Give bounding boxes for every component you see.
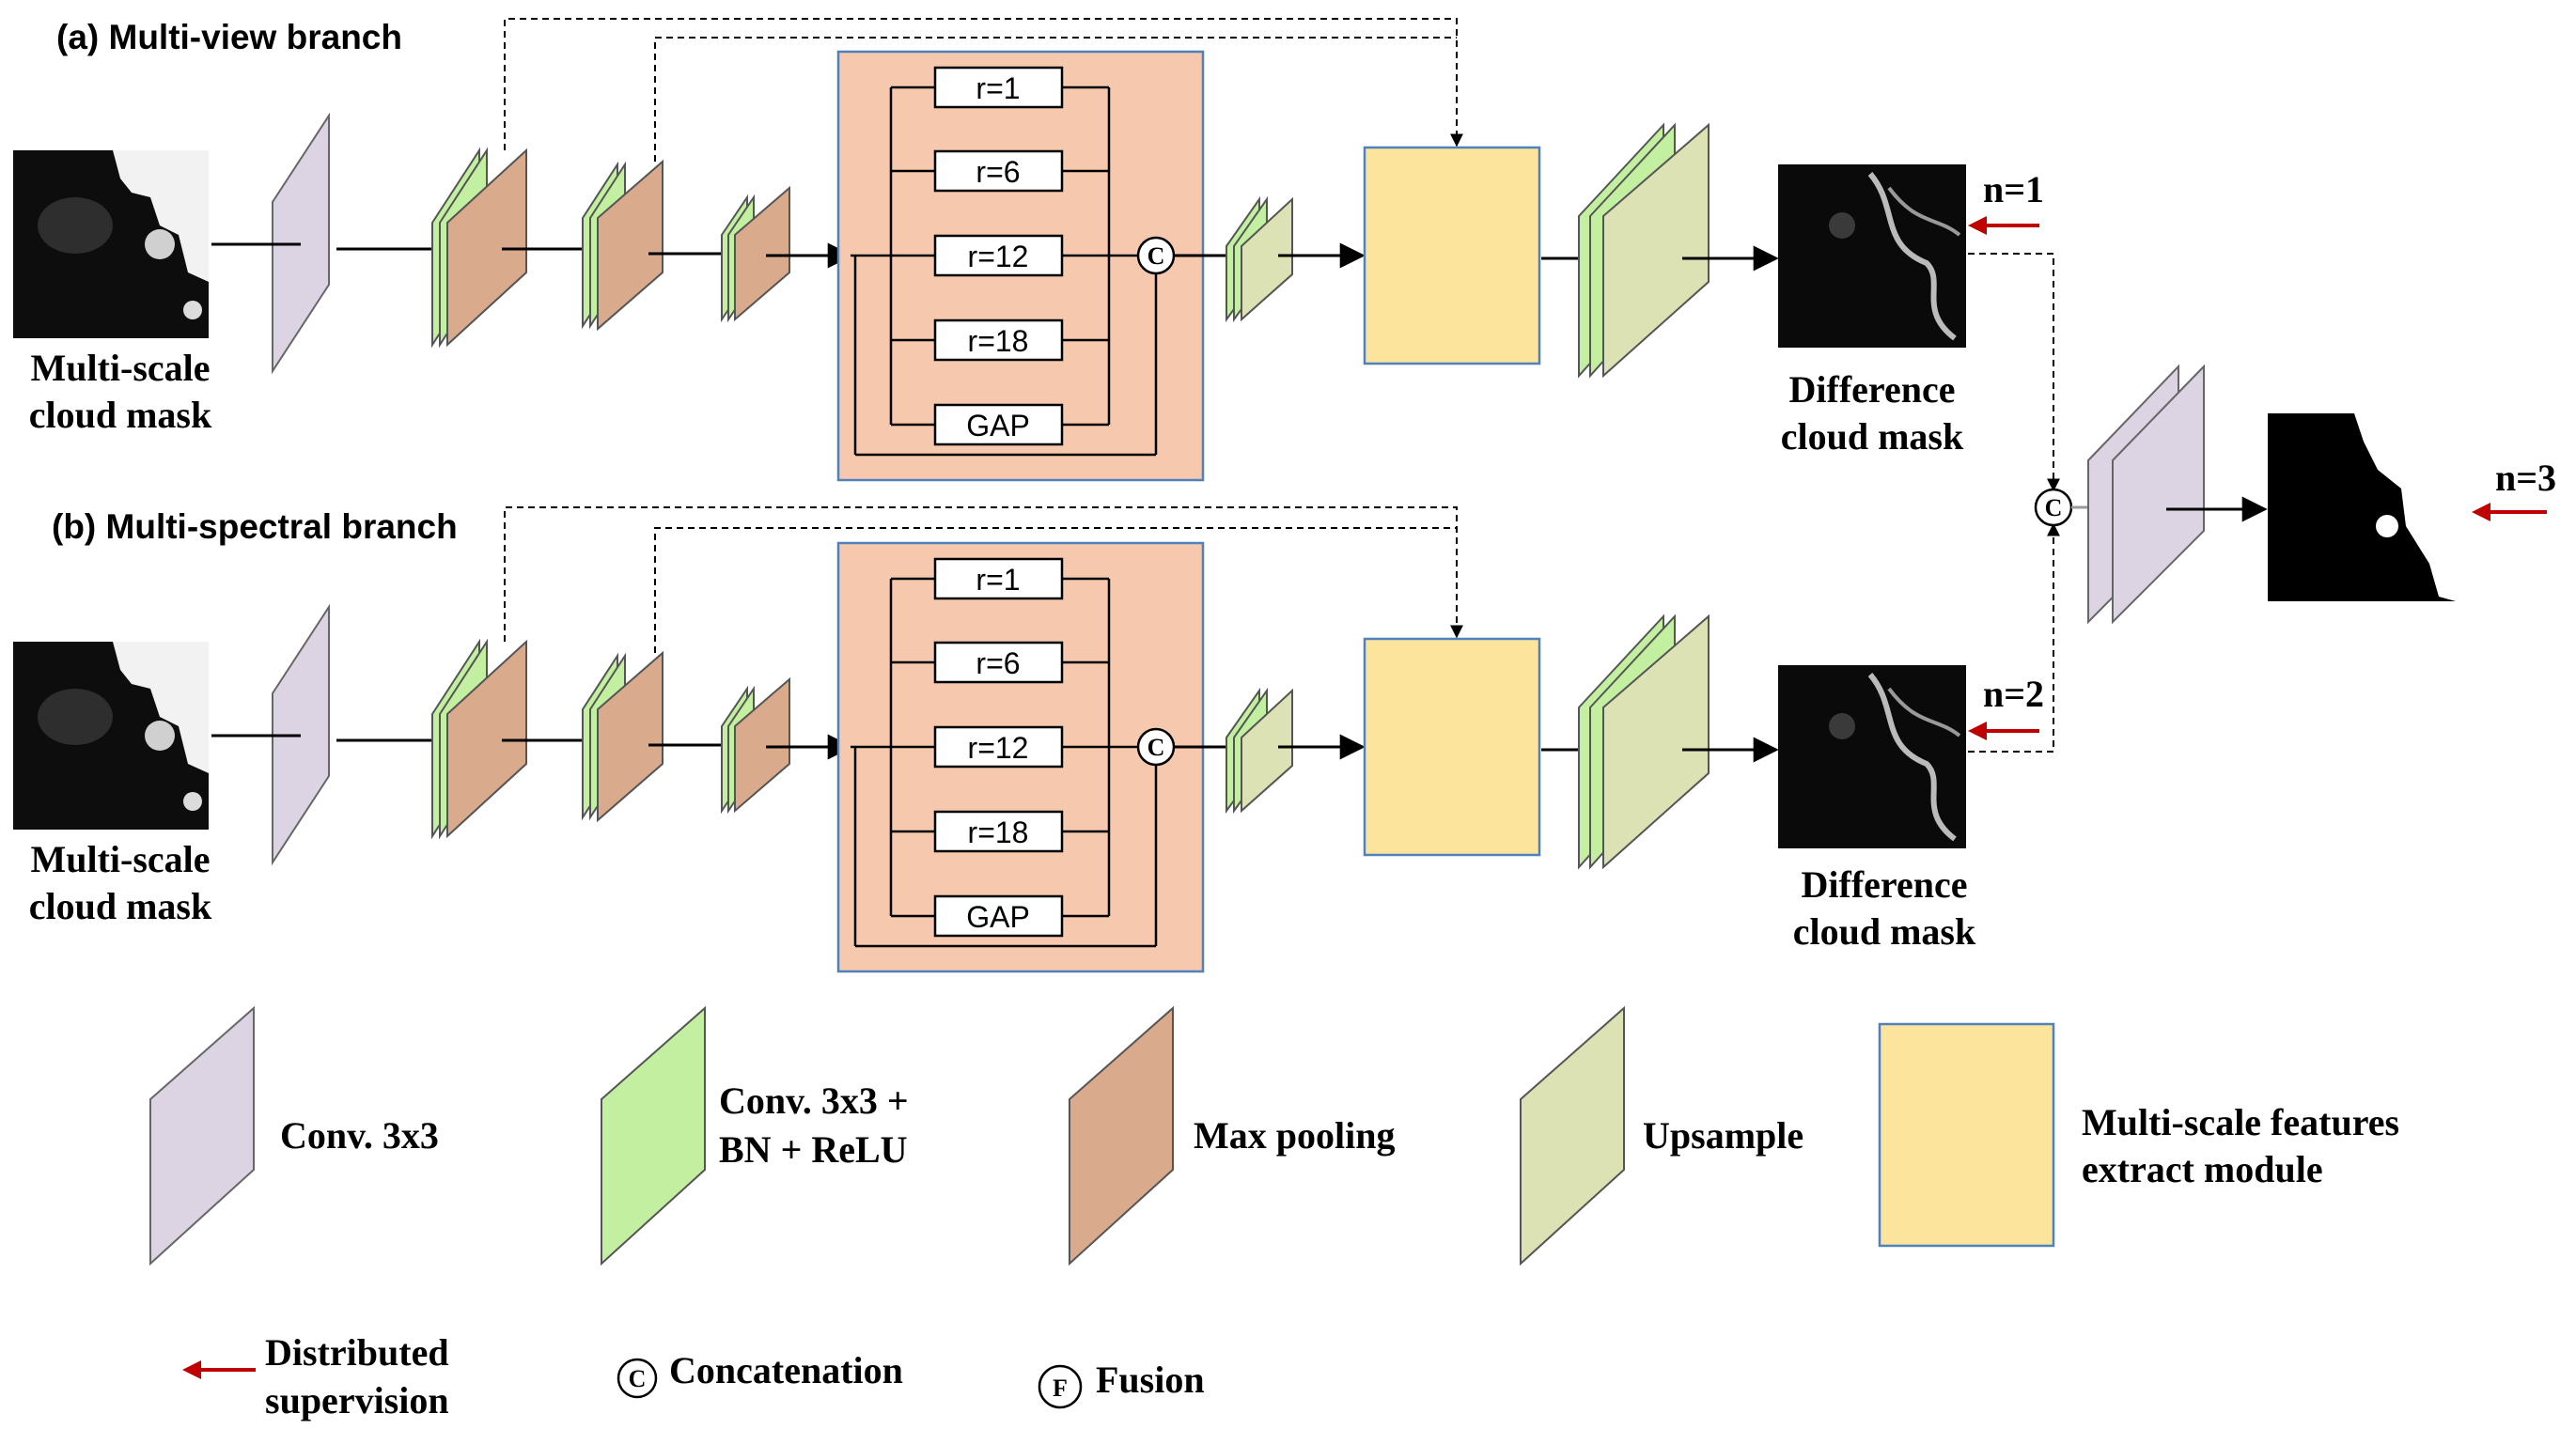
- branch-b-maxpool-2: [597, 650, 664, 823]
- fusion-concat-symbol: C: [2045, 494, 2063, 521]
- branch-a-rate-1: r=1: [976, 71, 1020, 105]
- branch-b: (b) Multi-spectral branch Multi-scale cl…: [13, 506, 2044, 973]
- branch-a-output-label-1: Difference: [1789, 368, 1956, 411]
- branch-a-gap: GAP: [966, 409, 1030, 443]
- branch-b-input-label-1: Multi-scale: [30, 838, 210, 880]
- branch-b-gap: GAP: [966, 900, 1030, 934]
- branch-b-upsample-1: [1241, 688, 1293, 814]
- branch-a-rate-18: r=18: [968, 324, 1029, 358]
- branch-a-maxpool-3: [734, 185, 790, 322]
- legend-supervision-label-1: Distributed: [265, 1331, 449, 1374]
- legend-maxpool-label: Max pooling: [1194, 1114, 1395, 1157]
- branch-b-upsample-2: [1602, 614, 1710, 870]
- legend-conv-bn-label-2: BN + ReLU: [719, 1128, 908, 1171]
- branch-a-gap-box: [933, 403, 1064, 446]
- branch-b-skip-1: [504, 506, 1463, 642]
- legend-fusion-label: Fusion: [1096, 1359, 1205, 1401]
- fusion-dashed-from-a: [1968, 253, 2060, 492]
- fusion-stage: C n=3: [1968, 253, 2556, 753]
- branch-b-rate-18: r=18: [968, 815, 1029, 849]
- branch-b-rate-12: r=12: [968, 731, 1029, 765]
- legend-supervision-label-2: supervision: [265, 1379, 449, 1421]
- branch-b-output-label-2: cloud mask: [1793, 910, 1976, 953]
- legend-msfe-swatch: [1878, 1022, 2055, 1248]
- fusion-supervision-n: n=3: [2495, 457, 2556, 499]
- branch-b-supervision-n: n=2: [1983, 673, 2044, 715]
- legend-conv-bn-label-1: Conv. 3x3 +: [719, 1080, 909, 1122]
- branch-a-upsample-1: [1241, 196, 1293, 322]
- legend: Conv. 3x3 Conv. 3x3 + BN + ReLU Max pool…: [149, 1005, 2399, 1421]
- legend-concat-circle: [617, 1358, 658, 1399]
- branch-a-rate-18-box: [933, 318, 1064, 362]
- legend-concat-symbol: C: [629, 1365, 647, 1392]
- legend-conv-swatch: [149, 1005, 255, 1266]
- branch-a-input-label-1: Multi-scale: [30, 347, 210, 389]
- fusion-conv-layer-2: [2112, 364, 2205, 625]
- branch-b-rate-6-box: [933, 641, 1064, 684]
- final-output-image: [2268, 413, 2456, 601]
- legend-upsample-label: Upsample: [1643, 1114, 1803, 1157]
- legend-upsample-swatch: [1520, 1005, 1625, 1266]
- branch-b-maxpool-3: [734, 676, 790, 814]
- branch-b-gap-box: [933, 894, 1064, 938]
- branch-a-concat-symbol: C: [1147, 242, 1165, 270]
- branch-b-rate-12-box: [933, 725, 1064, 769]
- branch-a-supervision-n: n=1: [1983, 168, 2044, 210]
- branch-b-rate-1: r=1: [976, 563, 1020, 597]
- legend-fusion-symbol: F: [1053, 1375, 1068, 1402]
- branch-a-upsample-2: [1602, 122, 1710, 379]
- branch-a-maxpool-2: [597, 159, 664, 332]
- branch-b-rate-18-box: [933, 810, 1064, 853]
- legend-conv-bn-relu-swatch: [601, 1005, 706, 1266]
- branch-b-title: (b) Multi-spectral branch: [52, 507, 458, 546]
- branch-a: (a) Multi-view branch Multi-scale cloud …: [13, 18, 2044, 482]
- branch-b-skip-2: [654, 527, 1457, 653]
- branch-a-rate-6-box: [933, 149, 1064, 193]
- fusion-dashed-from-b: [1968, 522, 2060, 753]
- branch-a-title: (a) Multi-view branch: [56, 18, 402, 56]
- branch-b-output-image: [1778, 665, 1966, 848]
- branch-b-concat-symbol: C: [1147, 734, 1165, 761]
- branch-b-rate-6: r=6: [976, 646, 1020, 680]
- branch-a-input-image: [13, 150, 209, 338]
- branch-a-output-label-2: cloud mask: [1781, 415, 1964, 458]
- legend-msfe-label-1: Multi-scale features: [2082, 1101, 2399, 1143]
- branch-a-rate-6: r=6: [976, 155, 1020, 189]
- branch-b-output-label-1: Difference: [1802, 863, 1968, 906]
- legend-maxpool-swatch: [1069, 1005, 1174, 1266]
- branch-a-output-image: [1778, 164, 1966, 348]
- branch-a-rate-12: r=12: [968, 240, 1029, 273]
- branch-a-maxpool-1: [446, 148, 527, 348]
- branch-a-skip-2: [654, 37, 1457, 162]
- branch-b-rate-1-box: [933, 557, 1064, 600]
- legend-concat-label: Concatenation: [669, 1349, 903, 1391]
- legend-fusion-circle: [1038, 1364, 1083, 1409]
- branch-a-rate-1-box: [933, 66, 1064, 109]
- branch-b-maxpool-1: [446, 639, 527, 839]
- branch-b-msfe-module: [1363, 637, 1541, 857]
- branch-a-input-label-2: cloud mask: [29, 394, 212, 436]
- legend-conv-label: Conv. 3x3: [280, 1114, 439, 1157]
- legend-msfe-label-2: extract module: [2082, 1148, 2323, 1190]
- branch-a-rate-12-box: [933, 234, 1064, 277]
- branch-b-input-label-2: cloud mask: [29, 885, 212, 927]
- branch-b-input-image: [13, 642, 209, 830]
- branch-a-msfe-module: [1363, 146, 1541, 365]
